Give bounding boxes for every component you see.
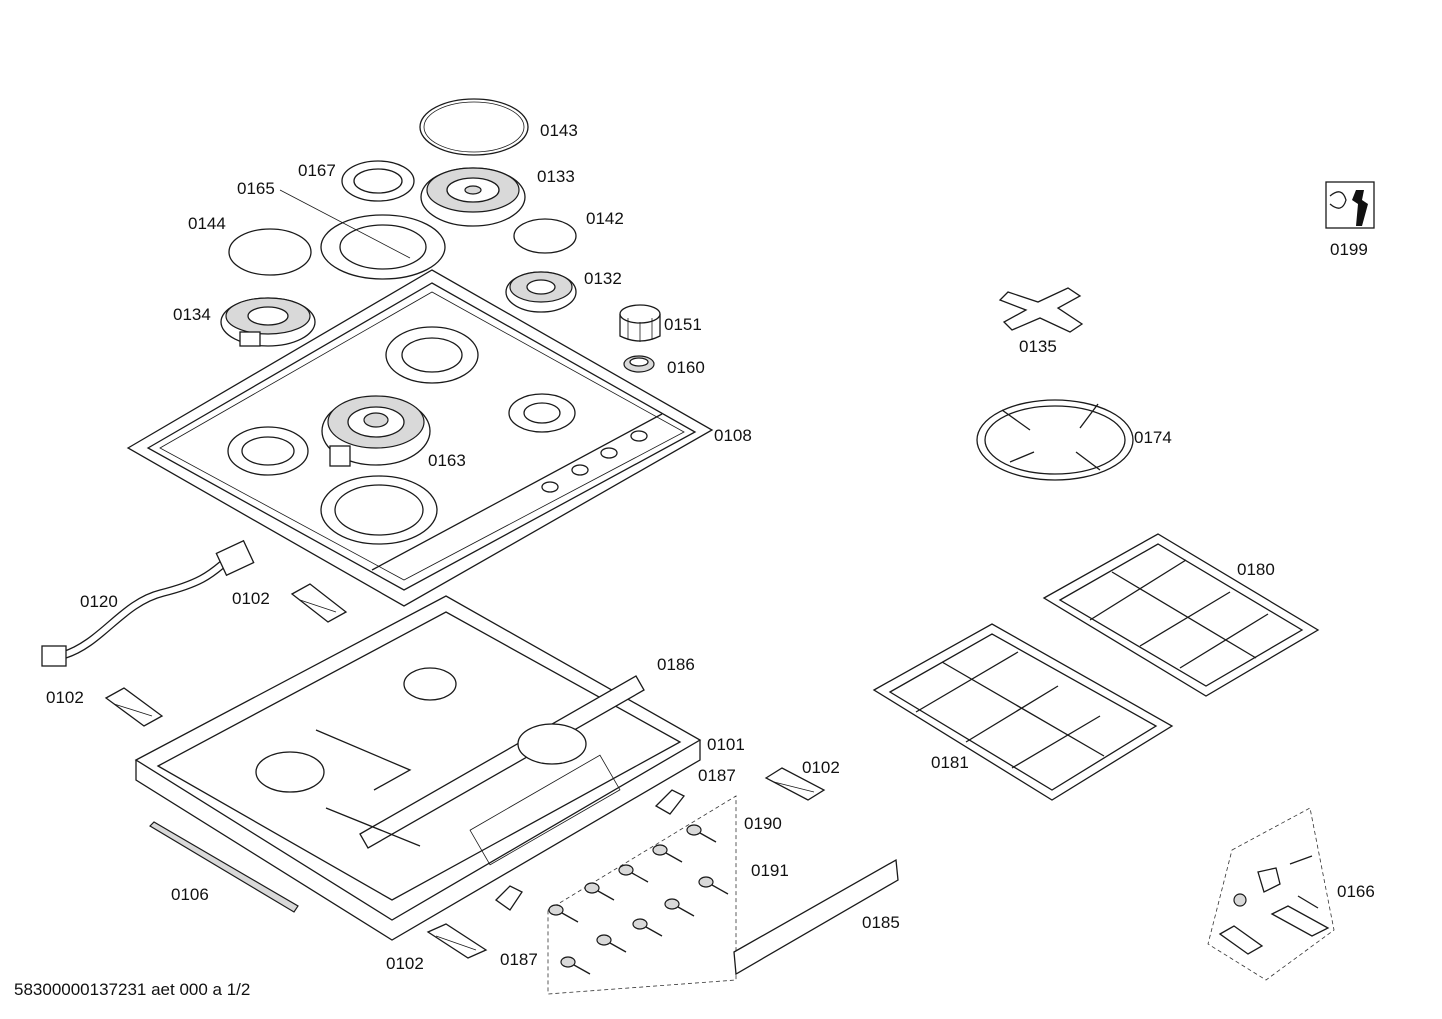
document-footer-id: 58300000137231 aet 000 a 1/2: [14, 980, 251, 999]
part-0102-bracket-d: [426, 923, 488, 959]
label-0106: 0106: [171, 885, 209, 904]
part-0102-bracket-b: [104, 687, 164, 727]
label-0102-d: 0102: [386, 954, 424, 973]
label-0187-a: 0187: [698, 766, 736, 785]
label-0174: 0174: [1134, 428, 1172, 447]
part-0187-clip-a: [654, 789, 685, 815]
label-0167: 0167: [298, 161, 336, 180]
label-0190: 0190: [744, 814, 782, 833]
leader-lines: [279, 189, 411, 259]
label-0144: 0144: [188, 214, 226, 233]
part-0133-burner: [420, 167, 526, 227]
label-0186: 0186: [657, 655, 695, 674]
part-0143-burner-cap: [419, 98, 529, 156]
part-0180-pan-support: [1042, 533, 1320, 697]
label-0134: 0134: [173, 305, 211, 324]
part-0134-burner: [220, 297, 316, 347]
part-0106-strip: [149, 821, 299, 913]
wrench-icon: [1325, 181, 1375, 229]
part-0135-support: [998, 287, 1084, 333]
label-0102-a: 0102: [232, 589, 270, 608]
part-0165-ring: [320, 214, 446, 280]
part-0151-knob: [619, 304, 661, 342]
label-0101: 0101: [707, 735, 745, 754]
part-0102-bracket-a: [290, 583, 348, 623]
part-0102-bracket-c: [764, 767, 826, 801]
label-0151: 0151: [664, 315, 702, 334]
label-0191: 0191: [751, 861, 789, 880]
part-0181-pan-support: [872, 623, 1174, 801]
part-0163-burner: [321, 395, 431, 467]
label-0102-b: 0102: [46, 688, 84, 707]
label-0180: 0180: [1237, 560, 1275, 579]
part-0167-ring: [341, 160, 415, 202]
label-0160: 0160: [667, 358, 705, 377]
label-0181: 0181: [931, 753, 969, 772]
label-0135: 0135: [1019, 337, 1057, 356]
label-0108: 0108: [714, 426, 752, 445]
part-0174-wok-ring: [976, 399, 1134, 481]
label-0132: 0132: [584, 269, 622, 288]
label-0142: 0142: [586, 209, 624, 228]
part-0101-tray: [134, 595, 702, 941]
label-0102-c: 0102: [802, 758, 840, 777]
part-0160-cap: [623, 355, 655, 373]
label-0165: 0165: [237, 179, 275, 198]
label-0187-b: 0187: [500, 950, 538, 969]
part-0190-0191-screws: [547, 795, 737, 995]
part-0120-cable: [41, 539, 255, 667]
part-labels: 0143 0167 0133 0165 0144 0142 0132 0134 …: [46, 121, 1375, 973]
label-0133: 0133: [537, 167, 575, 186]
label-0163: 0163: [428, 451, 466, 470]
part-0142-cap: [513, 218, 577, 254]
part-0185-strip: [733, 858, 899, 976]
part-0187-clip-b: [494, 885, 523, 911]
label-0120: 0120: [80, 592, 118, 611]
label-0199: 0199: [1330, 240, 1368, 259]
part-0132-burner: [505, 271, 577, 313]
label-0166: 0166: [1337, 882, 1375, 901]
part-0166-gas-kit: [1207, 807, 1335, 981]
label-0143: 0143: [540, 121, 578, 140]
label-0185: 0185: [862, 913, 900, 932]
part-0144-cap: [228, 228, 312, 276]
